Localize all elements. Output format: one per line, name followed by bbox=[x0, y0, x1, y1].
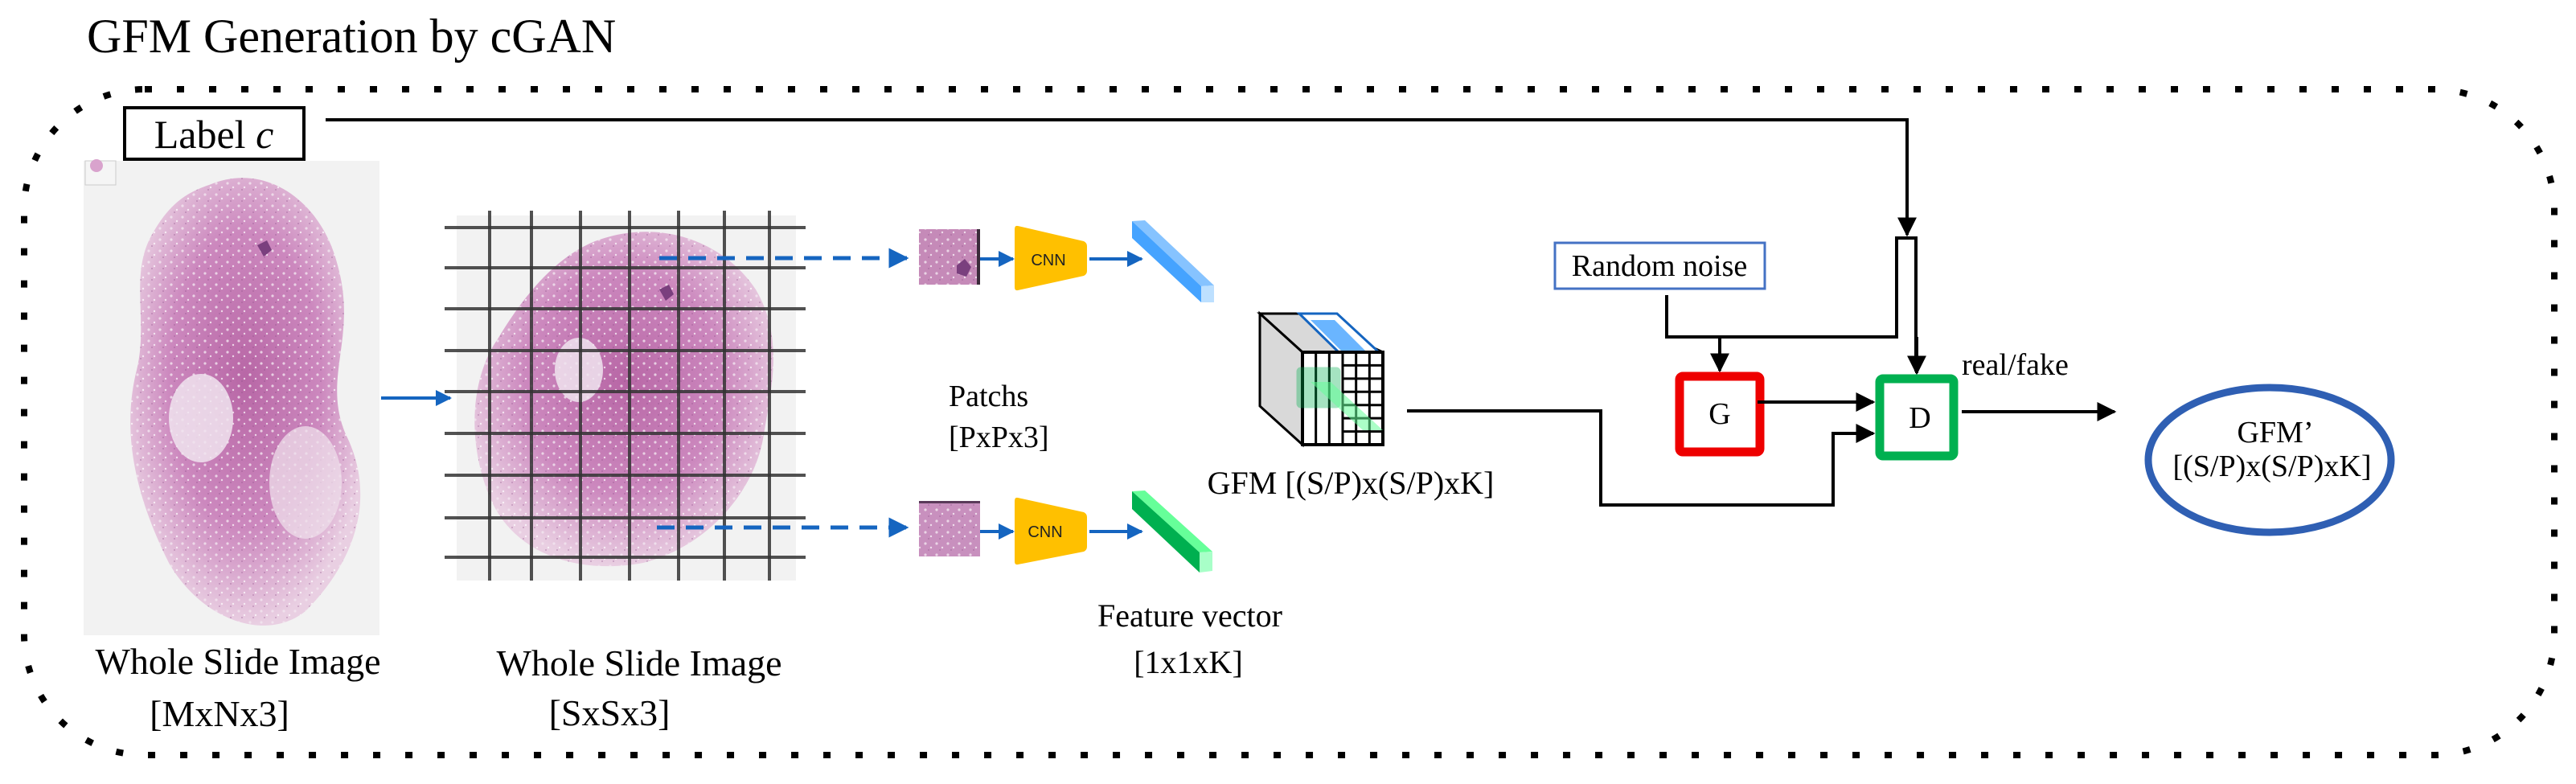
gfm-cube bbox=[1257, 310, 1384, 448]
wsi-grid-caption-line1: Whole Slide Image bbox=[496, 642, 781, 683]
cnn-label-top: CNN bbox=[1031, 252, 1065, 269]
svg-text:Label c: Label c bbox=[154, 112, 274, 157]
random-noise-box: Random noise bbox=[1553, 241, 1766, 290]
patch-top bbox=[919, 229, 980, 285]
gfm-prime-line2: [(S/P)x(S/P)xK] bbox=[2172, 449, 2371, 483]
feature-vector-caption-line2: [1x1xK] bbox=[1134, 644, 1243, 680]
gfm-to-discriminator-line bbox=[1407, 409, 1876, 507]
grid-lines bbox=[445, 211, 806, 581]
gfm-prime-line1: GFM’ bbox=[2237, 416, 2313, 449]
gfm-prime-ellipse: GFM’ [(S/P)x(S/P)xK] bbox=[2144, 384, 2395, 536]
generator-text: G bbox=[1708, 397, 1730, 431]
patches-caption-line2: [PxPx3] bbox=[949, 421, 1049, 454]
patches-caption-line1: Patchs bbox=[949, 380, 1028, 413]
diagram-title: GFM Generation by cGAN bbox=[87, 10, 616, 63]
feature-vector-blue bbox=[1132, 220, 1214, 302]
generator-box: G bbox=[1675, 371, 1765, 457]
label-c-italic: c bbox=[256, 112, 273, 157]
discriminator-box: D bbox=[1875, 374, 1959, 461]
label-c-text: Label bbox=[154, 112, 256, 157]
real-fake-label: real/fake bbox=[1962, 348, 2069, 382]
wsi-grid-image bbox=[445, 211, 806, 581]
noise-to-generator-line bbox=[1665, 236, 1918, 371]
discriminator-text: D bbox=[1909, 401, 1930, 435]
patch-bottom bbox=[919, 501, 980, 556]
gfm-caption: GFM [(S/P)x(S/P)xK] bbox=[1208, 465, 1495, 501]
cnn-block-top: CNN bbox=[1015, 225, 1087, 291]
feature-vector-green bbox=[1132, 491, 1212, 573]
cnn-block-bottom: CNN bbox=[1015, 497, 1087, 565]
wsi-original-caption-line2: [MxNx3] bbox=[150, 693, 289, 734]
label-c-box: Label c bbox=[123, 106, 306, 161]
wsi-original-image bbox=[84, 159, 379, 635]
feature-vector-caption-line1: Feature vector bbox=[1097, 597, 1282, 634]
random-noise-text: Random noise bbox=[1572, 249, 1747, 283]
label-connector-line bbox=[326, 118, 1917, 237]
cnn-label-bottom: CNN bbox=[1028, 523, 1062, 541]
wsi-grid-caption-line2: [SxSx3] bbox=[549, 692, 671, 733]
wsi-original-caption-line1: Whole Slide Image bbox=[95, 641, 380, 682]
